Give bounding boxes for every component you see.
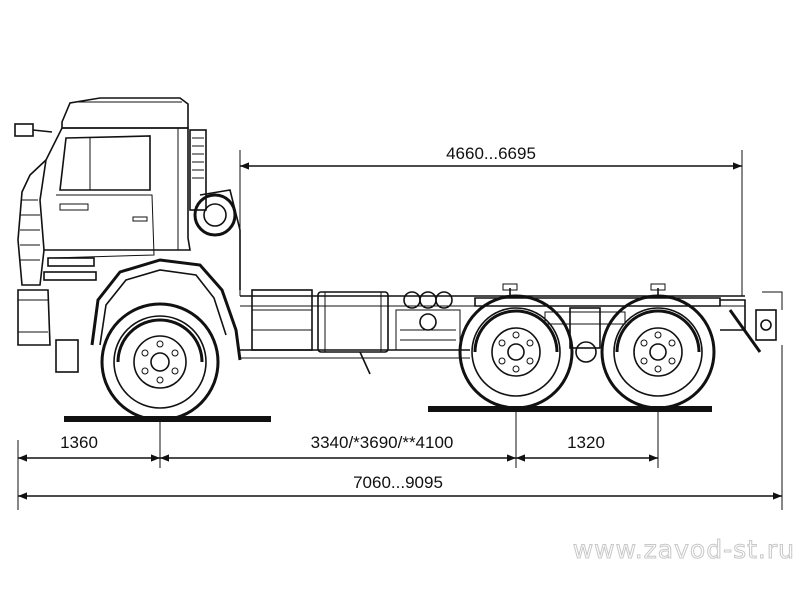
front-wheel: [100, 302, 220, 422]
rear-hitch: [720, 291, 783, 353]
fuel-tank: [317, 291, 389, 375]
ground-pad-rear: [428, 406, 712, 412]
dim-overall-length: 7060...9095: [18, 473, 782, 500]
side-mirror: [14, 123, 53, 137]
dim-label-front-overhang: 1360: [60, 433, 98, 452]
rear-wheel-2: [600, 294, 716, 410]
front-fender: [90, 258, 242, 361]
air-tanks: [395, 291, 461, 351]
dim-rear-axle-spacing: 1320: [516, 433, 658, 462]
dim-label-wheelbase: 3340/*3690/**4100: [311, 433, 454, 452]
cab: [17, 97, 191, 286]
dim-cargo-frame-length: 4660...6695: [240, 144, 742, 170]
dim-front-overhang: 1360: [18, 433, 160, 462]
front-bumper: [17, 289, 79, 373]
watermark-text: www.zavod-st.ru: [573, 535, 795, 564]
dim-wheelbase: 3340/*3690/**4100: [160, 433, 516, 462]
dim-label-rear-axle-spacing: 1320: [567, 433, 605, 452]
rear-wheel-1: [458, 294, 574, 410]
dimension-lines: 4660...6695 1360 3340/*3690/**4100 1320 …: [17, 144, 783, 510]
dim-label-overall-length: 7060...9095: [353, 473, 443, 492]
truck-side-view: [14, 97, 783, 422]
dim-label-cargo-frame-length: 4660...6695: [446, 144, 536, 163]
